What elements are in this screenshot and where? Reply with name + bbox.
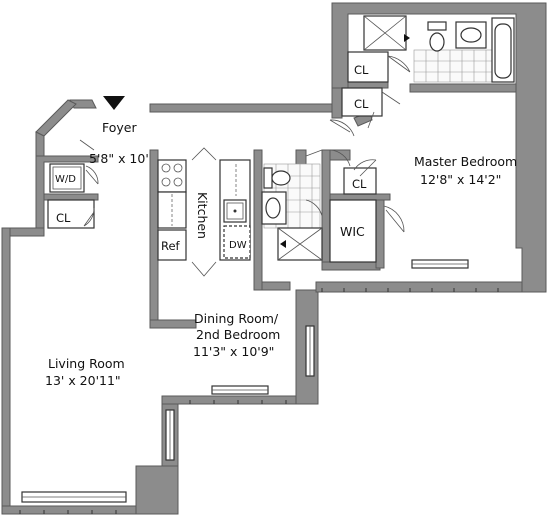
refrigerator [157, 229, 187, 261]
bath-sink [455, 21, 487, 49]
svg-text:DW: DW [229, 240, 247, 251]
living-room-dims: 13' x 20'11" [45, 373, 121, 388]
kitchen-sink [223, 199, 247, 223]
living-room-name: Living Room [48, 356, 125, 371]
bath-sink-2 [261, 191, 287, 225]
dining-room-name: Dining Room/ [194, 311, 279, 326]
second-bedroom-name: 2nd Bedroom [196, 327, 280, 342]
windows [19, 259, 499, 514]
closet-label-3: CL [352, 177, 367, 191]
toilet [427, 21, 447, 52]
foyer-name: Foyer [102, 120, 137, 135]
master-bedroom-dims: 12'8" x 14'2" [420, 172, 501, 187]
dining-room-dims: 11'3" x 10'9" [193, 344, 274, 359]
shower-arrow-icon-2 [280, 240, 286, 248]
kitchen: Ref DW Kitchen [157, 147, 251, 277]
closet-label-2: CL [354, 97, 369, 111]
shower-arrow-icon [404, 34, 410, 42]
second-bath [261, 149, 323, 261]
stove [157, 159, 187, 193]
closet-label-1: CL [354, 63, 369, 77]
toilet-2 [263, 167, 291, 189]
closets: CL CL CL CL [47, 51, 411, 229]
walk-in-closet: WIC [329, 199, 405, 263]
washer-dryer: W/D [49, 163, 99, 193]
dishwasher [223, 225, 251, 259]
closet-label-4: CL [56, 211, 71, 225]
kitchen-label: Kitchen [195, 192, 210, 239]
entrance-arrow-icon [103, 96, 125, 110]
svg-text:WIC: WIC [340, 224, 365, 239]
master-bedroom-name: Master Bedroom [414, 154, 517, 169]
svg-text:W/D: W/D [55, 174, 76, 185]
master-bath [363, 15, 515, 83]
bathtub [491, 17, 515, 83]
foyer-dims: 5'8" x 10' [89, 151, 149, 166]
room-labels: Foyer 5'8" x 10' Master Bedroom 12'8" x … [45, 120, 517, 388]
window-ticks [19, 288, 499, 514]
svg-text:Ref: Ref [161, 239, 181, 253]
door-swings [79, 111, 375, 167]
